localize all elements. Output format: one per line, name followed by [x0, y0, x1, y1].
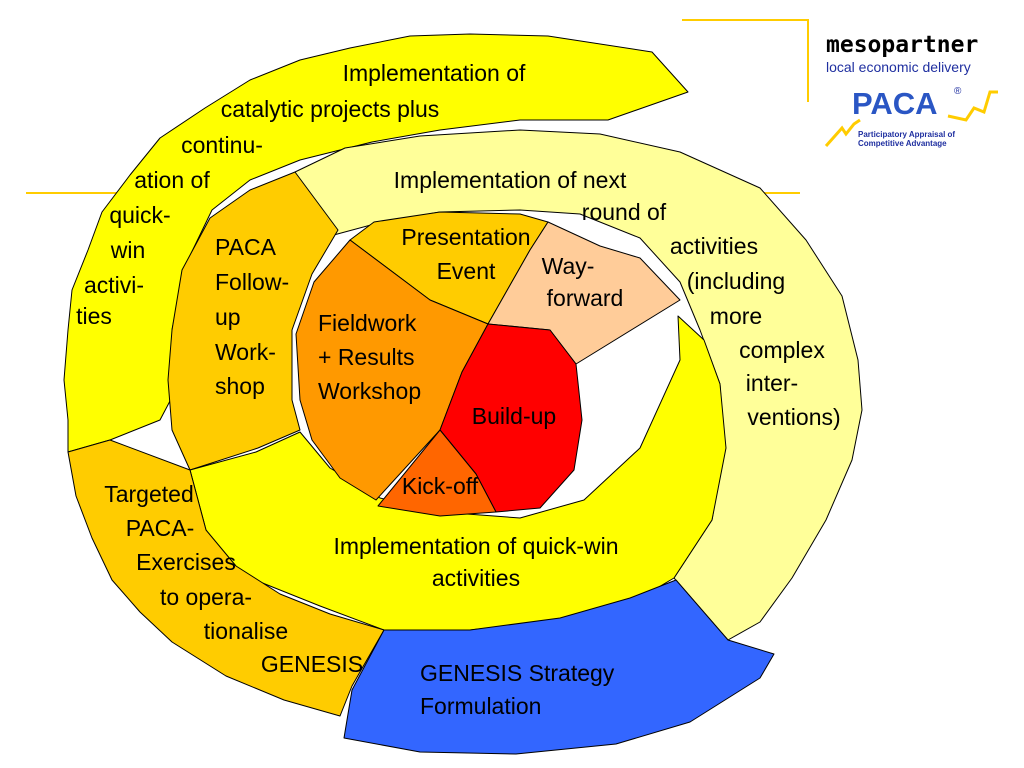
next-round-line-8: ventions): [747, 404, 840, 430]
outer-arm-label: Implementation of catalytic projects plu…: [76, 60, 526, 329]
fieldwork-label: Fieldwork + Results Workshop: [318, 310, 421, 404]
genesis-line-2: Formulation: [420, 693, 541, 719]
segment-genesis: [343, 579, 775, 755]
outer-arm-line-4: ation of: [134, 167, 210, 193]
next-round-line-4: (including: [687, 268, 785, 294]
paca-subtitle-line-2: Competitive Advantage: [858, 139, 947, 148]
paca-logo: PACA ® Participatory Appraisal of Compet…: [824, 86, 998, 148]
next-round-line-6: complex: [739, 337, 825, 363]
logo-frame-line: [682, 19, 809, 102]
segment-build-up: [439, 323, 583, 513]
segment-next-round: [294, 129, 863, 641]
paca-swoosh-right: [947, 90, 998, 122]
quick-win-line-1: Implementation of quick-win: [333, 533, 618, 559]
presentation-line-1: Presentation: [401, 224, 530, 250]
targeted-line-3: Exercises: [136, 549, 236, 575]
followup-line-4: Work-: [215, 339, 276, 365]
outer-arm-line-8: ties: [76, 303, 112, 329]
way-forward-line-2: forward: [547, 285, 624, 311]
targeted-line-4: to opera-: [160, 584, 252, 610]
outer-arm-line-1: Implementation of: [343, 60, 526, 86]
fieldwork-line-2: + Results: [318, 344, 415, 370]
next-round-line-2: round of: [582, 199, 667, 225]
next-round-line-5: more: [710, 303, 762, 329]
logo-company-name: mesopartner: [826, 32, 978, 58]
mesopartner-logo: mesopartner local economic delivery: [826, 32, 978, 75]
targeted-line-5: tionalise: [204, 618, 288, 644]
segment-quick-win: [189, 315, 727, 631]
paca-subtitle-line-1: Participatory Appraisal of: [858, 130, 955, 139]
followup-line-3: up: [215, 304, 241, 330]
build-up-label: Build-up: [472, 403, 556, 429]
followup-line-5: shop: [215, 373, 265, 399]
next-round-label: Implementation of next round of activiti…: [394, 167, 841, 430]
segment-fieldwork: [295, 239, 489, 501]
followup-label: PACA Follow- up Work- shop: [215, 234, 289, 399]
followup-line-1: PACA: [215, 234, 277, 260]
genesis-line-1: GENESIS Strategy: [420, 660, 615, 686]
outer-arm-line-2: catalytic projects plus: [221, 96, 440, 122]
next-round-line-7: inter-: [746, 370, 798, 396]
fieldwork-line-3: Workshop: [318, 378, 421, 404]
fieldwork-line-1: Fieldwork: [318, 310, 417, 336]
segment-outer-arm: [63, 33, 689, 453]
segment-targeted: [67, 439, 385, 717]
outer-arm-line-7: activi-: [84, 272, 144, 298]
presentation-line-2: Event: [437, 258, 496, 284]
targeted-line-6: GENESIS: [261, 651, 363, 677]
next-round-line-1: Implementation of next: [394, 167, 627, 193]
next-round-line-3: activities: [670, 233, 758, 259]
paca-wordmark: PACA: [852, 86, 938, 121]
way-forward-label: Way- forward: [542, 253, 624, 311]
way-forward-line-1: Way-: [542, 253, 595, 279]
paca-registered-mark: ®: [954, 86, 962, 97]
segment-kick-off: [377, 429, 497, 517]
outer-arm-line-6: win: [110, 237, 146, 263]
presentation-label: Presentation Event: [401, 224, 530, 284]
targeted-line-2: PACA-: [126, 515, 195, 541]
genesis-label: GENESIS Strategy Formulation: [420, 660, 615, 719]
kick-off-label: Kick-off: [402, 473, 479, 499]
targeted-line-1: Targeted: [104, 481, 194, 507]
outer-arm-line-3: continu-: [181, 132, 263, 158]
logo-tagline: local economic delivery: [826, 59, 971, 75]
outer-arm-line-5: quick-: [109, 202, 170, 228]
quick-win-label: Implementation of quick-win activities: [333, 533, 618, 591]
quick-win-line-2: activities: [432, 565, 520, 591]
paca-swoosh-left: [824, 118, 861, 147]
targeted-label: Targeted PACA- Exercises to opera- tiona…: [104, 481, 363, 677]
followup-line-2: Follow-: [215, 269, 289, 295]
